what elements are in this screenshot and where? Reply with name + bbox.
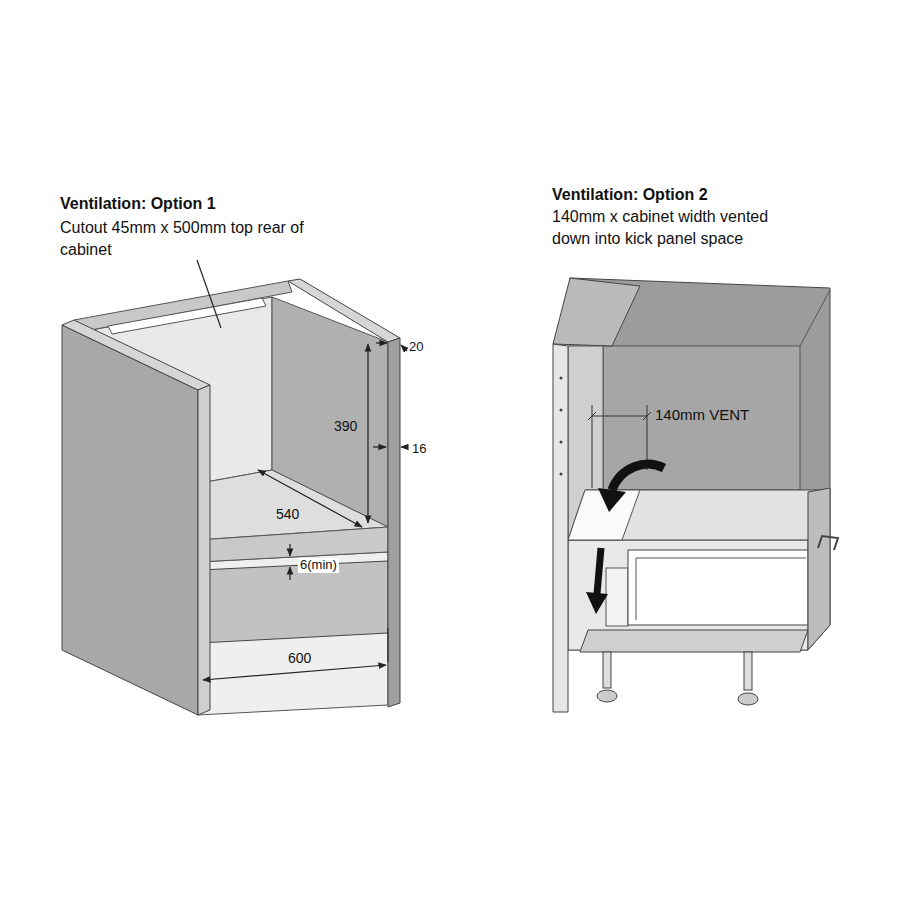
dimension-arrow	[373, 446, 386, 447]
dimension-arrow	[376, 342, 387, 343]
dimension-line	[367, 344, 368, 523]
heading: Ventilation: Option 1	[60, 195, 216, 213]
adjustable-leg	[603, 652, 611, 688]
label-slot: Ventilation: Option 1	[60, 195, 216, 213]
label-slot: 20	[409, 337, 423, 355]
label-slot: 140mm VENT	[655, 406, 749, 424]
label-slot: 16	[412, 439, 426, 457]
oven-side	[606, 568, 628, 626]
dimension: 16	[412, 442, 426, 457]
shelf-hole	[560, 441, 563, 444]
dimension: 20	[409, 340, 423, 355]
top-panel	[553, 278, 640, 346]
dimension-arrow	[289, 567, 290, 580]
note: Cutout 45mm x 500mm top rear of cabinet	[60, 217, 350, 262]
left-panel-front-edge	[553, 344, 568, 712]
note: 140mm x cabinet width vented down into k…	[552, 206, 802, 251]
label-slot: 540	[276, 505, 299, 523]
dimension-line	[203, 665, 386, 680]
airflow-arrow	[597, 548, 601, 594]
label-slot: Ventilation: Option 2	[552, 184, 802, 206]
front-rail	[198, 527, 388, 562]
corner-edge	[800, 290, 830, 346]
airflow-arrowhead	[598, 488, 626, 512]
drawer-front	[200, 561, 388, 643]
heading: Ventilation: Option 2	[552, 184, 802, 206]
shelf-hole	[560, 377, 563, 380]
right-panel-top-edge	[288, 279, 400, 342]
shelf-hole	[560, 473, 563, 476]
label-slot: 390	[334, 417, 357, 435]
dimension-arrow	[289, 544, 290, 556]
handle	[818, 536, 838, 550]
dimension-arrow	[401, 345, 407, 351]
airflow-arrow	[612, 464, 664, 490]
dimension-line	[592, 416, 647, 417]
back-wall	[603, 346, 800, 490]
leader-line	[197, 260, 221, 328]
oven-edge	[636, 558, 806, 620]
oven-base	[580, 630, 808, 652]
dimension: 600	[288, 650, 311, 666]
label-slot: 140mm x cabinet width vented down into k…	[552, 206, 802, 251]
leg-foot	[597, 690, 617, 702]
extension-line	[592, 405, 593, 488]
dimension-arrow	[401, 446, 408, 447]
dimension-tick	[588, 412, 596, 420]
label-slot: Cutout 45mm x 500mm top rear of cabinet	[60, 217, 350, 262]
dimension: 540	[276, 506, 299, 522]
dimension-tick	[643, 412, 651, 420]
oven-box	[628, 550, 808, 625]
left-panel-top-edge	[62, 320, 210, 390]
right-panel-front-edge	[388, 338, 400, 707]
left-side-panel	[62, 325, 198, 715]
label-slot: 6(min)	[298, 555, 339, 573]
extension-line	[388, 628, 389, 662]
dimension-line	[258, 470, 362, 527]
left-panel-front-edge	[198, 385, 210, 715]
airflow-arrowhead	[586, 592, 608, 614]
dimension: 390	[334, 418, 357, 434]
callout-label: 140mm VENT	[655, 406, 749, 423]
shelf-hole	[560, 409, 563, 412]
adjustable-leg	[744, 652, 752, 690]
right-panel-front	[808, 488, 830, 650]
leg-foot	[738, 693, 758, 705]
dimension: 6(min)	[298, 558, 339, 573]
lower-front	[198, 552, 388, 715]
label-slot: 600	[288, 649, 311, 667]
vent-cutout	[108, 298, 266, 334]
